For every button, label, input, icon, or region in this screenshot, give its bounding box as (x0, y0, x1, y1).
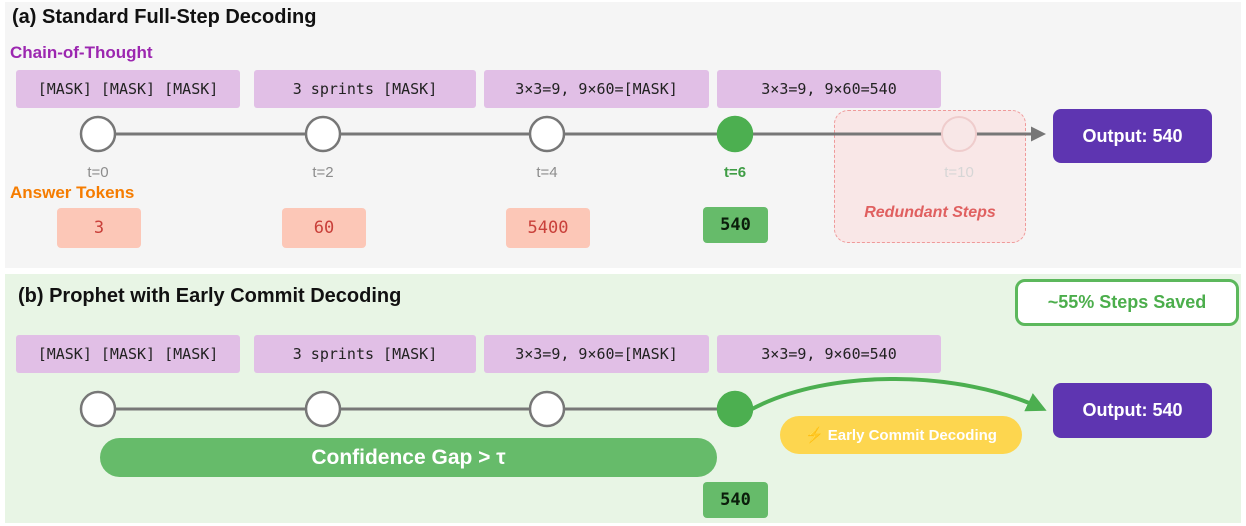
panel-b-title: (b) Prophet with Early Commit Decoding (18, 285, 402, 307)
timestep-node-redundant (941, 116, 977, 152)
confidence-gap-bar: Confidence Gap > τ (100, 438, 717, 477)
timestep-label: t=2 (312, 164, 334, 181)
timestep-node (528, 115, 566, 153)
redundant-steps-label: Redundant Steps (864, 204, 996, 221)
timestep-label-redundant: t=10 (944, 164, 974, 181)
timestep-label: t=0 (87, 164, 109, 181)
cot-step-b-0: [MASK] [MASK] [MASK] (16, 335, 240, 373)
panel-a-title: (a) Standard Full-Step Decoding (12, 6, 317, 28)
output-box-a: Output: 540 (1053, 109, 1212, 163)
timestep-node (528, 390, 566, 428)
answer-token: 3 (57, 208, 141, 248)
cot-label: Chain-of-Thought (10, 43, 153, 62)
timestep-node-active (716, 115, 754, 153)
early-commit-label: ⚡ Early Commit Decoding (780, 416, 1022, 454)
cot-step-a-0: [MASK] [MASK] [MASK] (16, 70, 240, 108)
early-commit-arrow (751, 377, 1047, 412)
cot-step-b-3: 3×3=9, 9×60=540 (717, 335, 941, 373)
timestep-node (79, 115, 117, 153)
timestep-node (304, 115, 342, 153)
answer-token-early: 540 (703, 482, 768, 518)
timestep-label: t=4 (536, 164, 558, 181)
timestep-node (304, 390, 342, 428)
answer-tokens-label: Answer Tokens (10, 183, 135, 202)
answer-token-final: 540 (703, 207, 768, 243)
cot-step-b-1: 3 sprints [MASK] (254, 335, 476, 373)
timestep-node (79, 390, 117, 428)
cot-step-b-2: 3×3=9, 9×60=[MASK] (484, 335, 709, 373)
steps-saved-badge: ~55% Steps Saved (1015, 279, 1239, 326)
timestep-label-active: t=6 (723, 164, 747, 181)
answer-token: 60 (282, 208, 366, 248)
cot-step-a-2: 3×3=9, 9×60=[MASK] (484, 70, 709, 108)
early-commit-text: Early Commit Decoding (827, 426, 997, 444)
answer-token: 5400 (506, 208, 590, 248)
redundant-steps-region (834, 110, 1026, 243)
cot-step-a-3: 3×3=9, 9×60=540 (717, 70, 941, 108)
timestep-node-active (716, 390, 754, 428)
cot-step-a-1: 3 sprints [MASK] (254, 70, 476, 108)
lightning-icon: ⚡ (805, 427, 824, 444)
output-box-b: Output: 540 (1053, 383, 1212, 438)
